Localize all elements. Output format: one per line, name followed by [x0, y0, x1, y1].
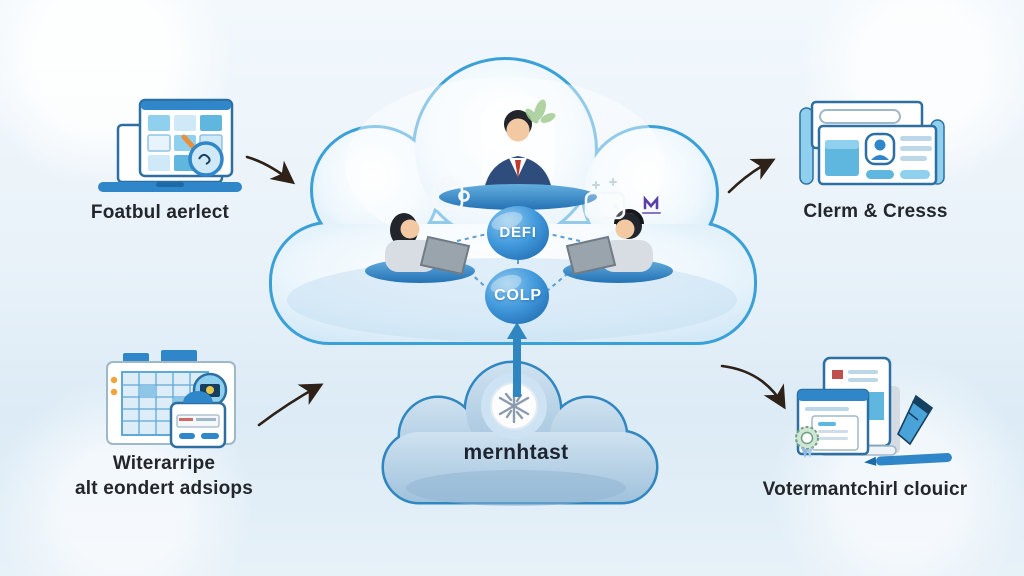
bottom-cloud-label: mernhtast [463, 441, 569, 464]
data-table-with-id-badge-icon [106, 350, 236, 449]
fan-snowflake-icon [481, 373, 547, 439]
magnifier-icon [181, 134, 224, 177]
puzzle-icon [432, 176, 470, 211]
bottom-right-label: Votermantchirl clouicr [762, 479, 968, 500]
certificate-seal [795, 426, 819, 458]
bottom-cloud-shade [406, 470, 626, 506]
arrow-bottom-left [257, 383, 324, 427]
arrow-top-left [245, 155, 296, 185]
colp-sphere [485, 268, 549, 324]
defi-badge-label: DEFI [499, 224, 537, 241]
top-right-label: Clerm & Cresss [803, 201, 948, 222]
arrow-bottom-right [720, 364, 786, 410]
arrow-top-right [727, 158, 776, 194]
woman-at-laptop-figure [365, 213, 475, 283]
defi-sphere [487, 206, 549, 260]
bottom-left-label-line2: alt eondert adsiops [74, 478, 253, 499]
top-left-label: Foatbul aerlect [90, 202, 230, 223]
id-card [169, 391, 227, 449]
browser-windows-icon [799, 100, 945, 186]
bottom-left-label-line1: Witerarripe [112, 453, 216, 474]
wallet-icon [584, 178, 626, 220]
avatar [864, 132, 896, 166]
sparkle-leaf-icon [525, 99, 556, 124]
app-grid-laptop-with-magnifier-icon [98, 98, 242, 192]
documents-certificate-pen-icon [795, 356, 952, 466]
pen-horizontal [864, 453, 952, 466]
colp-badge-label: COLP [494, 287, 542, 304]
pen-diagonal [897, 394, 934, 446]
bottom-left-label: Witerarripe alt eondert adsiops [53, 451, 275, 501]
uplink-arrow [507, 322, 527, 397]
purple-glyph-icon [642, 195, 661, 214]
man-at-laptop-figure [563, 209, 673, 283]
